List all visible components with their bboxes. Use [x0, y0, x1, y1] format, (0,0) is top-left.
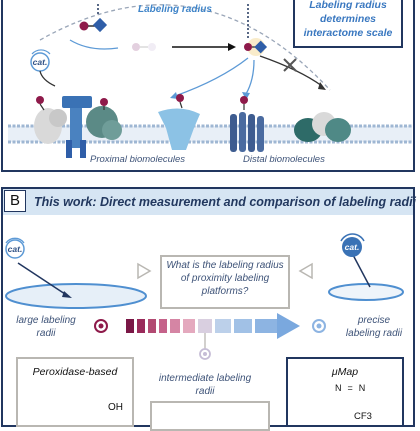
mumap-box — [286, 357, 404, 427]
pointer-left-icon — [137, 262, 152, 280]
membrane-protein-light-blue — [158, 94, 200, 150]
intermediate-radii-label: intermediate labeling radii — [158, 373, 252, 397]
catalyst-icon-right — [340, 233, 365, 257]
scale-statement-box — [293, 0, 403, 48]
probe-icon — [79, 17, 108, 33]
large-radii-label: large labeling radii — [16, 315, 76, 339]
labeling-radius-label: Labeling radius — [138, 4, 212, 15]
catalyst-icon-left — [5, 237, 25, 259]
intermediate-box — [150, 401, 270, 431]
activated-probe-icon — [132, 43, 156, 51]
label-arrow-2 — [245, 59, 255, 95]
pointer-right-icon — [298, 262, 313, 280]
precise-radius-line — [351, 252, 371, 288]
scale-statement-text: Labeling radius determines interactome s… — [303, 0, 393, 39]
catalyst-label-right: cat. — [344, 242, 360, 252]
proximal-protein-teal — [86, 98, 122, 140]
large-radius-line — [17, 262, 69, 297]
activation-arrow — [69, 39, 119, 50]
reactive-probe-icon — [244, 38, 268, 56]
panel-a — [1, 0, 415, 172]
proximal-protein-blue — [62, 96, 92, 158]
panel-b-header — [3, 189, 413, 215]
mumap-label: μMap — [331, 366, 359, 378]
large-radius-ellipse — [5, 283, 147, 309]
oh-label: OH — [108, 402, 123, 413]
blocked-arrow — [259, 55, 323, 87]
peroxidase-label: Peroxidase-based — [32, 366, 118, 378]
question-text: What is the labeling radius of proximity… — [166, 260, 284, 297]
proximal-protein-grey — [34, 96, 67, 144]
precise-radii-label: precise labeling radii — [345, 315, 403, 339]
catalyst-label-left: cat. — [7, 244, 23, 254]
question-box — [160, 255, 290, 309]
panel-b-title: This work: Direct measurement and compar… — [34, 195, 417, 209]
panel-b-illustration — [5, 233, 404, 420]
cf3-label: CF3 — [354, 411, 372, 422]
distal-label: Distal biomolecules — [243, 154, 325, 165]
radius-gradient-bar — [126, 313, 300, 339]
precise-radius-ellipse — [328, 283, 404, 301]
proximal-label: Proximal biomolecules — [90, 154, 186, 165]
catalyst-icon-a — [30, 49, 56, 87]
cell-membrane — [8, 124, 412, 144]
panel-b-letter: B — [4, 190, 26, 212]
label-arrow-1 — [174, 57, 249, 97]
catalyst-label-a: cat. — [32, 57, 48, 67]
membrane-protein-gpcr — [230, 96, 264, 152]
radius-arc — [39, 4, 331, 91]
distal-protein-complex — [294, 112, 351, 142]
panel-a-illustration — [8, 4, 412, 158]
diazirine-n-label: N=N — [335, 383, 372, 393]
